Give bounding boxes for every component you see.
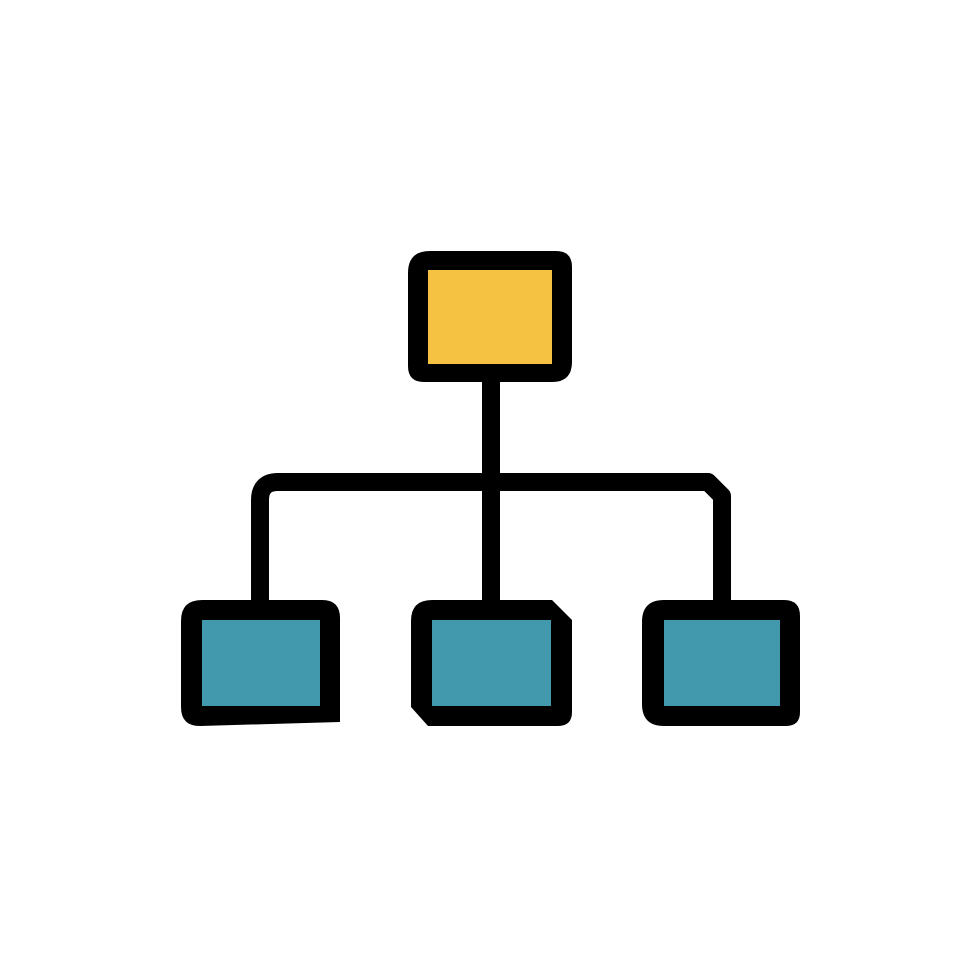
node-child-middle-fill bbox=[432, 620, 551, 706]
node-root bbox=[408, 251, 572, 382]
node-child-right bbox=[642, 600, 800, 726]
node-child-left bbox=[181, 600, 340, 726]
node-child-left-fill bbox=[202, 620, 320, 706]
node-child-middle bbox=[411, 600, 572, 726]
node-child-right-fill bbox=[664, 620, 780, 706]
connector-lines bbox=[251, 378, 731, 604]
node-root-fill bbox=[428, 270, 552, 364]
connector-horizontal-bus bbox=[251, 473, 731, 604]
